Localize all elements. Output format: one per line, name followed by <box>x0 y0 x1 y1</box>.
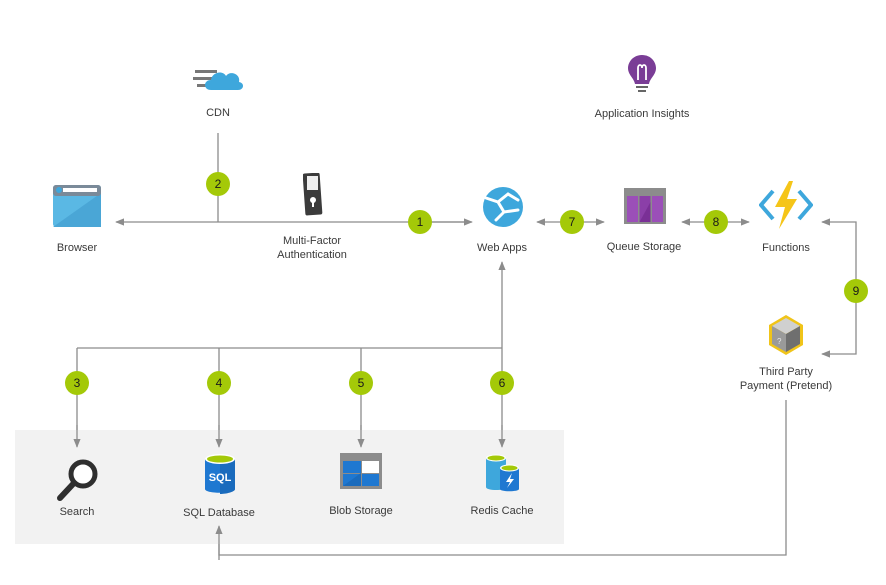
browser-window-icon <box>53 185 101 227</box>
queue-storage-label: Queue Storage <box>606 241 682 253</box>
blob-grid-icon <box>340 453 382 489</box>
mfa-label: Multi-Factor Authentication <box>277 234 347 262</box>
app-insights-node[interactable] <box>627 54 657 94</box>
lightning-bracket-icon <box>758 181 814 229</box>
step-badge-5: 5 <box>349 371 373 395</box>
third-party-label-line1: Third Party <box>759 366 813 378</box>
blob-storage-node[interactable] <box>340 453 382 489</box>
third-party-node[interactable]: ? <box>768 314 804 356</box>
web-apps-label: Web Apps <box>477 242 527 254</box>
sql-icon-text: SQL <box>209 472 232 484</box>
phone-lock-icon <box>302 172 323 216</box>
step-badge-4: 4 <box>207 371 231 395</box>
web-apps-node[interactable] <box>482 186 524 228</box>
step-badge-8: 8 <box>704 210 728 234</box>
functions-node[interactable] <box>758 181 814 229</box>
lightbulb-icon <box>628 55 656 92</box>
queue-icon <box>624 188 666 224</box>
database-icon: SQL <box>205 454 235 494</box>
svg-text:?: ? <box>777 337 782 346</box>
redis-cache-node[interactable] <box>485 454 521 492</box>
search-node[interactable] <box>56 458 100 502</box>
magnifier-icon <box>57 459 98 501</box>
third-party-label-line2: Payment (Pretend) <box>739 380 833 392</box>
mfa-label-line2: Authentication <box>277 249 347 261</box>
data-services-zone <box>15 430 564 544</box>
mfa-node[interactable] <box>302 172 323 216</box>
app-insights-label: Application Insights <box>594 108 690 120</box>
sql-database-label: SQL Database <box>183 507 255 519</box>
redis-cache-label: Redis Cache <box>470 505 534 517</box>
step-badge-3: 3 <box>65 371 89 395</box>
browser-node[interactable] <box>53 185 101 227</box>
browser-label: Browser <box>56 242 98 254</box>
cloud-icon <box>193 70 244 90</box>
cache-cylinders-icon <box>486 454 519 492</box>
step-badge-7: 7 <box>560 210 584 234</box>
sql-database-node[interactable]: SQL <box>204 453 236 495</box>
globe-icon <box>483 187 523 227</box>
step-badge-2: 2 <box>206 172 230 196</box>
search-label: Search <box>59 506 95 518</box>
cube-question-icon: ? <box>769 315 803 355</box>
cdn-label: CDN <box>206 107 230 119</box>
step-badge-1: 1 <box>408 210 432 234</box>
step-badge-6: 6 <box>490 371 514 395</box>
queue-storage-node[interactable] <box>624 188 666 224</box>
functions-label: Functions <box>762 242 810 254</box>
third-party-label: Third Party Payment (Pretend) <box>740 365 832 393</box>
blob-storage-label: Blob Storage <box>329 505 393 517</box>
step-badge-9: 9 <box>844 279 868 303</box>
cdn-node[interactable] <box>193 66 245 94</box>
mfa-label-line1: Multi-Factor <box>282 235 342 247</box>
